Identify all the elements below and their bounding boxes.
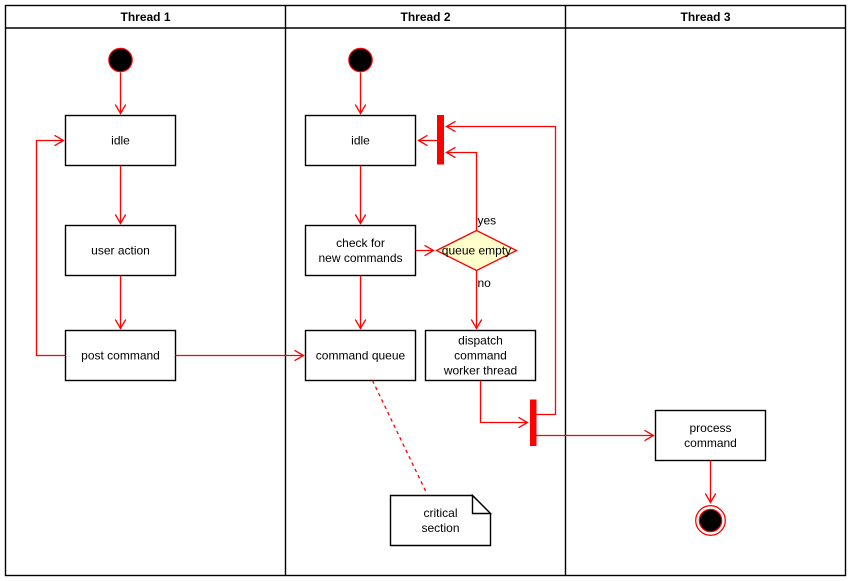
svg-text:user action: user action: [91, 244, 150, 258]
svg-text:worker thread: worker thread: [443, 364, 517, 378]
svg-text:process: process: [689, 421, 731, 435]
svg-text:command: command: [684, 436, 737, 450]
svg-text:Thread 2: Thread 2: [400, 10, 450, 24]
svg-text:queue empty: queue empty: [442, 244, 511, 258]
svg-text:no: no: [478, 276, 492, 290]
svg-text:Thread 3: Thread 3: [680, 10, 730, 24]
svg-text:Thread 1: Thread 1: [120, 10, 170, 24]
svg-text:post command: post command: [81, 349, 160, 363]
svg-text:section: section: [421, 521, 459, 535]
svg-text:yes: yes: [478, 214, 497, 228]
svg-text:idle: idle: [351, 134, 370, 148]
svg-text:idle: idle: [111, 134, 130, 148]
svg-text:critical: critical: [423, 506, 457, 520]
svg-text:check for: check for: [336, 236, 385, 250]
svg-text:command: command: [454, 349, 507, 363]
svg-text:dispatch: dispatch: [458, 334, 503, 348]
svg-text:command queue: command queue: [316, 349, 406, 363]
svg-text:new commands: new commands: [318, 251, 402, 265]
